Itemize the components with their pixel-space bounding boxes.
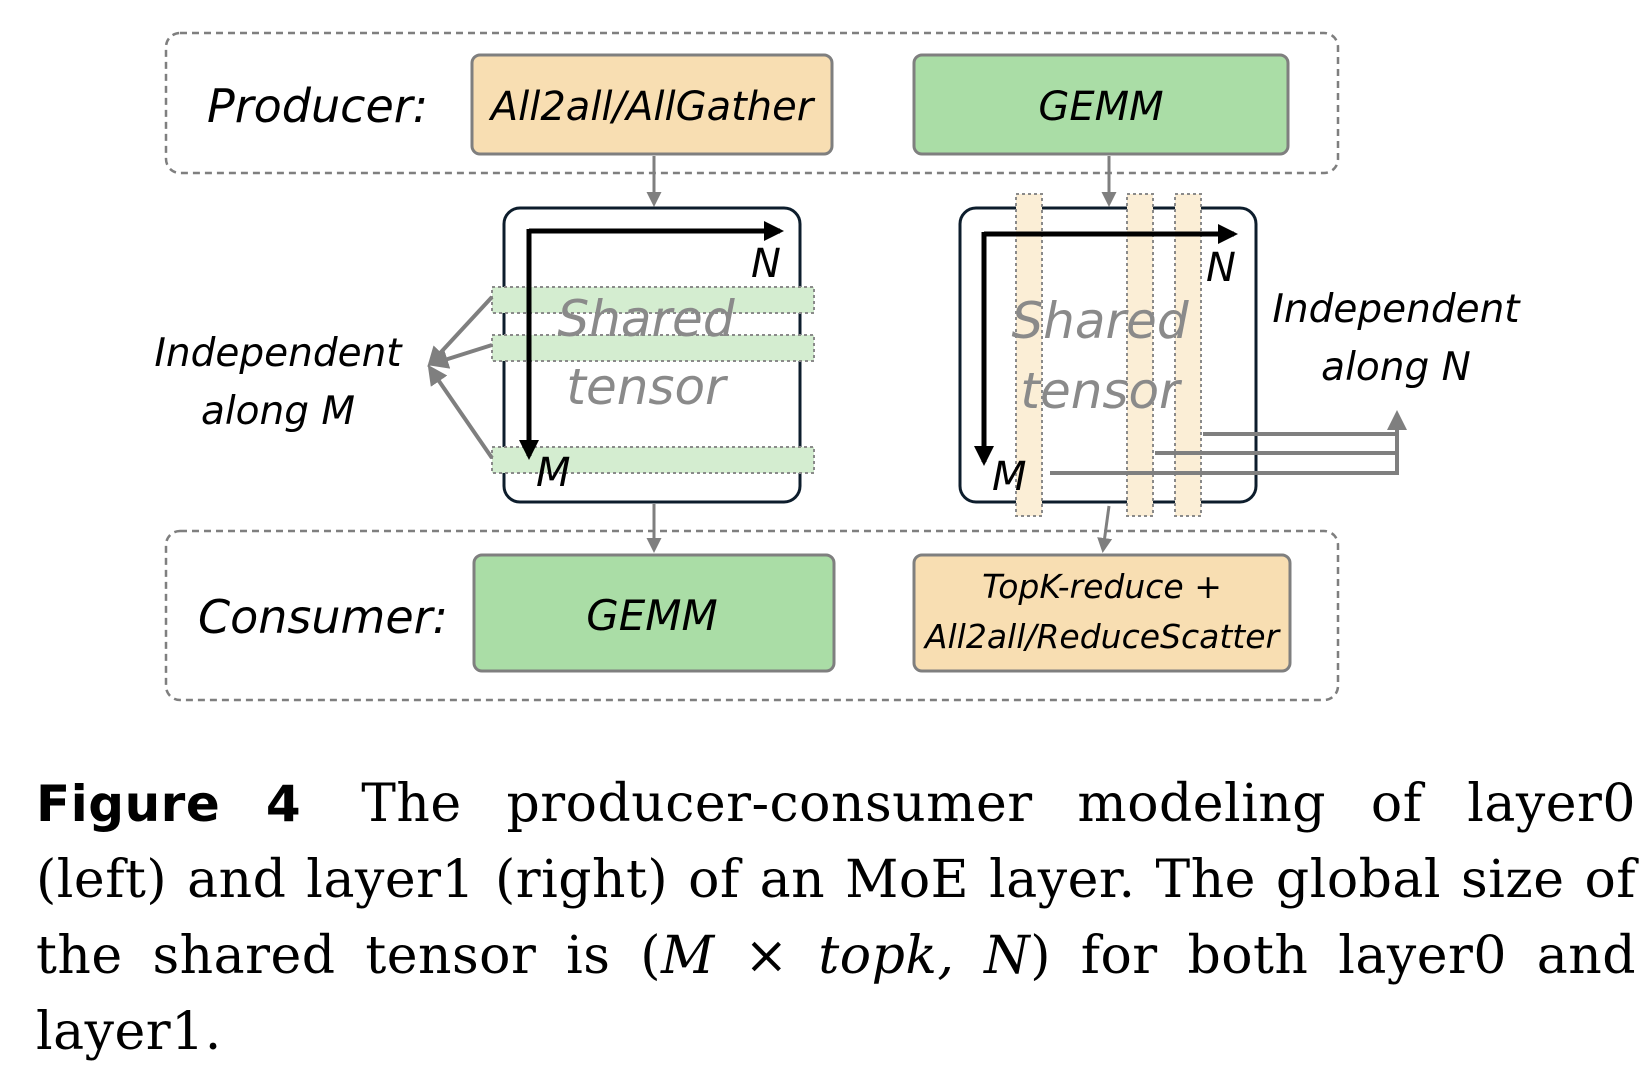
left-row-stripe: [491, 286, 815, 314]
caption-text-part2: ) for both layer0 and layer1.: [36, 926, 1636, 1062]
producer-all2all-label: All2all/AllGather: [488, 84, 816, 130]
left-independent-label-line2: along M: [201, 389, 355, 434]
left-tensor-label-line2: tensor: [566, 358, 729, 416]
consumer-gemm-box: [472, 553, 836, 673]
flow-arrow-right-bottom: [1097, 505, 1113, 553]
left-row-stripe: [491, 446, 815, 474]
consumer-gemm-label: GEMM: [586, 591, 718, 640]
caption-math: M × topk, N: [661, 926, 1031, 986]
producer-group-box: [164, 31, 1340, 175]
right-axis-m-label: M: [992, 454, 1027, 500]
left-tensor-label-line1: Shared: [557, 290, 734, 348]
figure-number: Figure 4: [36, 775, 302, 833]
left-independent-label-line1: Independent: [154, 331, 403, 376]
right-column-stripe: [1174, 193, 1202, 517]
right-tensor-label-line2: tensor: [1020, 362, 1183, 420]
right-column-stripe: [1126, 193, 1154, 517]
left-axis-n-label: N: [751, 241, 781, 287]
producer-gemm-label: GEMM: [1038, 84, 1163, 130]
consumer-topk-label-line1: TopK-reduce +: [982, 567, 1222, 606]
producer-label: Producer:: [207, 79, 428, 133]
right-independent-label-line1: Independent: [1272, 287, 1521, 332]
producer-consumer-diagram: Producer: All2all/AllGather GEMM Consume…: [154, 31, 1521, 702]
producer-gemm-box: [912, 53, 1290, 156]
right-tensor-label-line1: Shared: [1011, 292, 1188, 350]
right-axis-n-label: N: [1206, 245, 1236, 291]
caption-text-part1: The producer-consumer modeling of layer0…: [36, 774, 1636, 986]
consumer-label: Consumer:: [198, 590, 448, 644]
left-axis-m-label: M: [536, 450, 571, 496]
consumer-group-box: [164, 529, 1340, 702]
left-independent-arrow: [427, 364, 494, 460]
left-independent-arrow: [428, 343, 493, 369]
consumer-topk-box: [912, 553, 1292, 673]
producer-all2all-box: [470, 53, 834, 156]
left-row-stripe: [491, 334, 815, 362]
consumer-topk-label-line2: All2all/ReduceScatter: [923, 617, 1282, 656]
right-column-stripe: [1015, 193, 1043, 517]
right-independent-label-line2: along N: [1321, 345, 1471, 390]
